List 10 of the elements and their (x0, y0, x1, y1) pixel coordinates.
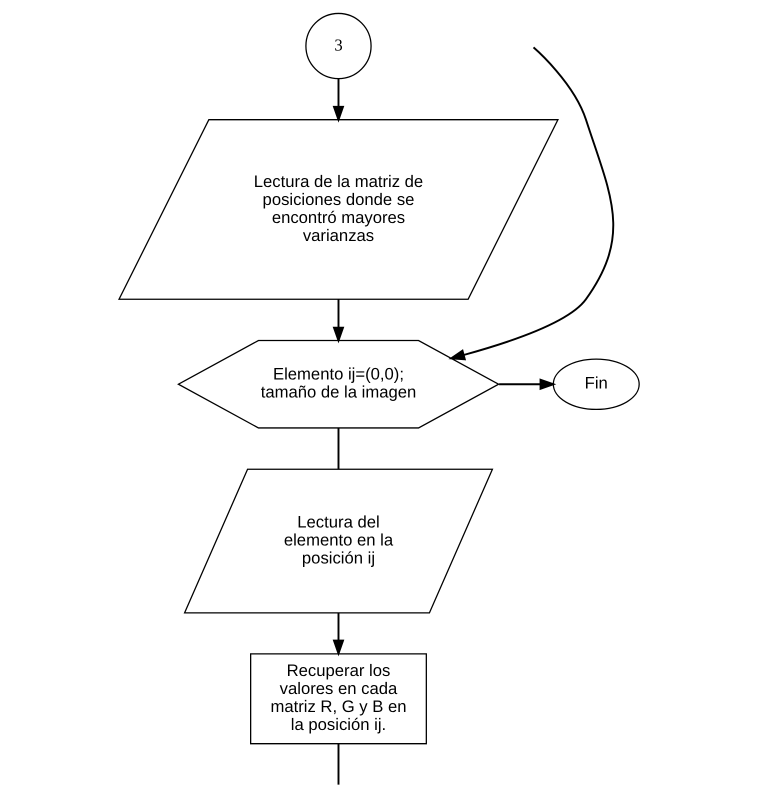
arrow (332, 78, 344, 123)
arrow (448, 46, 614, 360)
arrow (498, 378, 556, 390)
node-box: Recuperar los valores en cada matriz R, G y B en la posición ij. (250, 653, 426, 744)
arrow (332, 613, 344, 656)
connector (337, 744, 339, 785)
node-ellipse: Fin (552, 358, 640, 410)
arrow (332, 299, 344, 344)
node-circle: 3 (304, 12, 372, 80)
connector (337, 428, 339, 469)
